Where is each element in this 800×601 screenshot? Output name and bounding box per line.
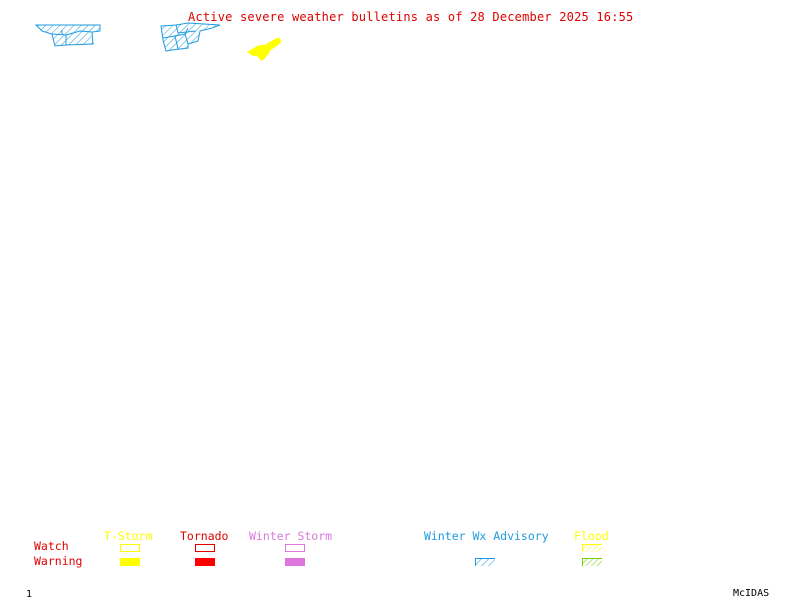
legend-swatch-winter-storm-watch [285,544,305,552]
legend-label-flood: Flood [574,529,609,543]
frame-number: 1 [26,589,33,600]
winter-wx-advisory-area-west [34,24,101,47]
legend-label-winter-storm: Winter Storm [249,529,333,543]
legend-row-watch: Watch [34,539,69,553]
legend-swatch-flood-warning [582,558,602,566]
software-label: McIDAS [733,588,770,599]
winter-wx-advisory-area-central [160,22,221,52]
legend-label-tornado: Tornado [180,529,229,543]
legend-label-winter-wx-advisory: Winter Wx Advisory [424,529,549,543]
legend-swatch-flood-watch [582,544,602,552]
legend-row-warning: Warning [34,554,83,568]
tstorm-warning-area [247,37,282,61]
legend-swatch-winter-storm-warning [285,558,305,566]
legend-swatch-tstorm-watch [120,544,140,552]
bulletin-title: Active severe weather bulletins as of 28… [188,10,634,24]
legend-swatch-tornado-watch [195,544,215,552]
legend-swatch-winter-wx-advisory [475,558,495,566]
legend-swatch-tstorm-warning [120,558,140,566]
legend-label-tstorm: T-Storm [104,529,153,543]
legend-swatch-tornado-warning [195,558,215,566]
